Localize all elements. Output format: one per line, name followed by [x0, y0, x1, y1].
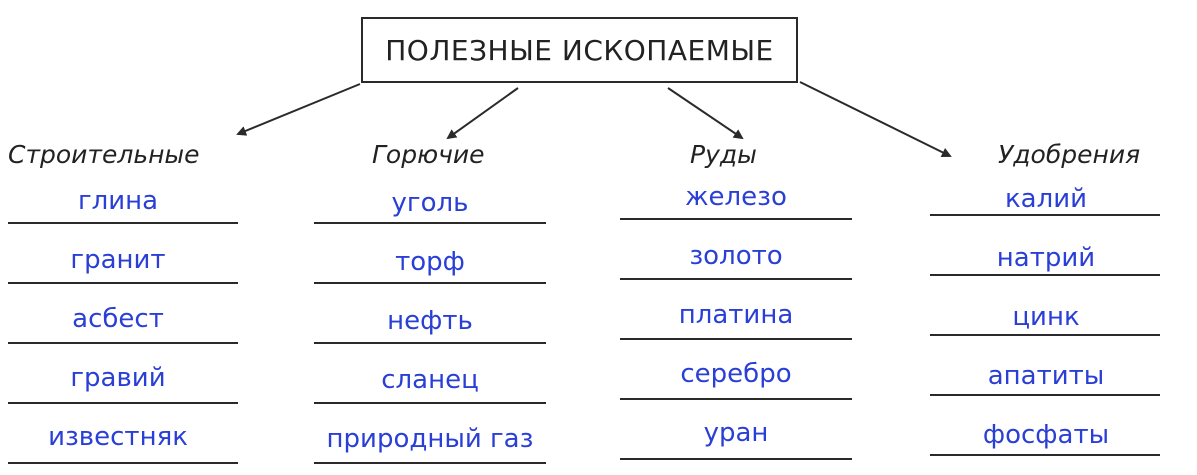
- arrow-to-category-1: [236, 83, 361, 136]
- answer-line: [930, 214, 1160, 216]
- answer-fuel-4: сланец: [381, 365, 479, 395]
- answer-line: [314, 402, 546, 404]
- answer-ores-2: золото: [689, 241, 783, 271]
- answer-fertilizers-2: натрий: [996, 243, 1096, 273]
- answer-fuel-5: природный газ: [326, 424, 534, 454]
- title-box: ПОЛЕЗНЫЕ ИСКОПАЕМЫЕ: [361, 17, 798, 83]
- answer-fuel-2: торф: [395, 247, 465, 277]
- answer-ores-5: уран: [703, 418, 769, 448]
- answer-ores-1: железо: [685, 182, 787, 212]
- answer-fertilizers-3: цинк: [1012, 302, 1080, 332]
- answer-fertilizers-1: калий: [1004, 184, 1088, 214]
- answer-construction-3: асбест: [72, 304, 164, 334]
- category-label-fertilizers: Удобрения: [998, 140, 1141, 169]
- answer-line: [8, 342, 238, 344]
- category-label-ores: Руды: [690, 140, 757, 169]
- answer-line: [8, 282, 238, 284]
- answer-line: [930, 334, 1160, 336]
- answer-fuel-1: уголь: [391, 188, 469, 218]
- answer-line: [314, 222, 546, 224]
- arrow-to-category-3: [667, 87, 744, 140]
- answer-fertilizers-4: апатиты: [987, 361, 1105, 391]
- answer-line: [620, 278, 852, 280]
- answer-line: [930, 454, 1160, 456]
- answer-line: [314, 462, 546, 464]
- answer-line: [620, 338, 852, 340]
- answer-ores-4: серебро: [680, 359, 792, 389]
- category-label-fuel: Горючие: [372, 140, 485, 169]
- answer-construction-4: гравий: [70, 363, 166, 393]
- answer-line: [620, 458, 852, 460]
- arrow-to-category-2: [446, 87, 519, 140]
- answer-line: [930, 274, 1160, 276]
- arrow-to-category-4: [799, 81, 952, 157]
- answer-line: [620, 398, 852, 400]
- diagram-title: ПОЛЕЗНЫЕ ИСКОПАЕМЫЕ: [385, 33, 774, 67]
- answer-line: [314, 282, 546, 284]
- category-label-construction: Строительные: [8, 140, 200, 169]
- answer-construction-1: глина: [77, 186, 159, 216]
- answer-line: [930, 394, 1160, 396]
- answer-construction-2: гранит: [70, 245, 166, 275]
- answer-line: [314, 342, 546, 344]
- answer-fuel-3: нефть: [387, 306, 473, 336]
- answer-fertilizers-5: фосфаты: [982, 420, 1110, 450]
- answer-ores-3: платина: [678, 300, 794, 330]
- answer-line: [620, 218, 852, 220]
- answer-construction-5: известняк: [48, 422, 188, 452]
- answer-line: [8, 402, 238, 404]
- answer-line: [8, 222, 238, 224]
- answer-line: [8, 462, 238, 464]
